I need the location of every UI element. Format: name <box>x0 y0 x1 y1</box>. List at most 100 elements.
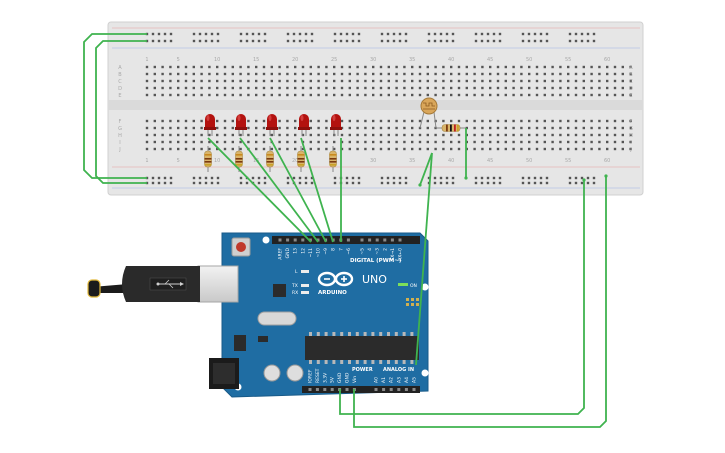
strip-hole[interactable] <box>621 72 624 76</box>
rail-hole[interactable] <box>204 39 208 43</box>
strip-hole[interactable] <box>192 126 195 130</box>
rail-hole[interactable] <box>257 39 261 43</box>
strip-hole[interactable] <box>216 79 219 83</box>
strip-hole[interactable] <box>184 86 188 90</box>
strip-hole[interactable] <box>528 65 531 69</box>
digital-pin-hole[interactable] <box>346 238 350 242</box>
strip-hole[interactable] <box>567 140 570 144</box>
strip-hole[interactable] <box>465 86 468 90</box>
strip-hole[interactable] <box>582 126 585 130</box>
strip-hole[interactable] <box>372 86 375 90</box>
strip-hole[interactable] <box>169 133 172 137</box>
rail-hole[interactable] <box>192 176 196 180</box>
strip-hole[interactable] <box>613 126 617 130</box>
strip-hole[interactable] <box>145 65 149 69</box>
strip-hole[interactable] <box>255 119 258 123</box>
photoresistor-pulldown-resistor[interactable] <box>436 124 466 132</box>
strip-hole[interactable] <box>559 140 562 144</box>
strip-hole[interactable] <box>543 86 546 90</box>
strip-hole[interactable] <box>613 147 617 151</box>
strip-hole[interactable] <box>387 140 390 144</box>
strip-hole[interactable] <box>231 65 234 69</box>
rail-hole[interactable] <box>286 181 290 185</box>
strip-hole[interactable] <box>567 147 570 151</box>
strip-hole[interactable] <box>184 133 188 137</box>
power-pin-hole[interactable] <box>315 388 319 391</box>
strip-hole[interactable] <box>333 72 336 76</box>
strip-hole[interactable] <box>465 79 468 83</box>
strip-hole[interactable] <box>395 79 398 83</box>
rail-hole[interactable] <box>192 32 196 36</box>
strip-hole[interactable] <box>512 93 515 97</box>
strip-hole[interactable] <box>457 86 461 90</box>
strip-hole[interactable] <box>473 72 476 76</box>
strip-hole[interactable] <box>613 93 617 97</box>
rail-hole[interactable] <box>498 181 502 185</box>
rail-hole[interactable] <box>386 176 390 180</box>
strip-hole[interactable] <box>379 147 383 151</box>
strip-hole[interactable] <box>481 65 484 69</box>
strip-hole[interactable] <box>543 140 546 144</box>
strip-hole[interactable] <box>559 119 562 123</box>
strip-hole[interactable] <box>574 93 578 97</box>
strip-hole[interactable] <box>216 119 219 123</box>
strip-hole[interactable] <box>411 65 414 69</box>
strip-hole[interactable] <box>489 147 492 151</box>
rail-hole[interactable] <box>204 32 208 36</box>
strip-hole[interactable] <box>574 86 578 90</box>
strip-hole[interactable] <box>325 93 328 97</box>
digital-pin-hole[interactable] <box>301 238 305 242</box>
power-pin-hole[interactable] <box>330 388 334 391</box>
rail-hole[interactable] <box>210 176 214 180</box>
strip-hole[interactable] <box>629 140 632 144</box>
strip-hole[interactable] <box>395 119 398 123</box>
digital-pin-hole[interactable] <box>278 238 282 242</box>
rail-hole[interactable] <box>351 176 355 180</box>
rail-hole[interactable] <box>351 181 355 185</box>
strip-hole[interactable] <box>286 140 289 144</box>
strip-hole[interactable] <box>528 72 531 76</box>
strip-hole[interactable] <box>208 86 211 90</box>
rail-hole[interactable] <box>486 39 490 43</box>
strip-hole[interactable] <box>520 133 523 137</box>
strip-hole[interactable] <box>145 93 149 97</box>
strip-hole[interactable] <box>317 93 320 97</box>
strip-hole[interactable] <box>262 126 266 130</box>
rail-hole[interactable] <box>527 176 531 180</box>
strip-hole[interactable] <box>348 126 351 130</box>
strip-hole[interactable] <box>145 147 149 151</box>
strip-hole[interactable] <box>317 119 320 123</box>
strip-hole[interactable] <box>465 65 468 69</box>
strip-hole[interactable] <box>590 140 593 144</box>
rail-hole[interactable] <box>451 32 455 36</box>
strip-hole[interactable] <box>520 126 523 130</box>
strip-hole[interactable] <box>161 140 164 144</box>
strip-hole[interactable] <box>426 65 429 69</box>
strip-hole[interactable] <box>512 119 515 123</box>
strip-hole[interactable] <box>356 79 359 83</box>
strip-hole[interactable] <box>403 119 406 123</box>
strip-hole[interactable] <box>364 72 367 76</box>
rail-hole[interactable] <box>474 39 478 43</box>
strip-hole[interactable] <box>278 140 281 144</box>
strip-hole[interactable] <box>247 65 250 69</box>
strip-hole[interactable] <box>426 86 429 90</box>
strip-hole[interactable] <box>278 147 281 151</box>
wire-ldr-a0[interactable] <box>415 152 433 366</box>
strip-hole[interactable] <box>200 140 203 144</box>
strip-hole[interactable] <box>504 133 507 137</box>
strip-hole[interactable] <box>481 72 484 76</box>
strip-hole[interactable] <box>535 72 539 76</box>
strip-hole[interactable] <box>309 147 312 151</box>
strip-hole[interactable] <box>184 147 188 151</box>
power-pin-hole[interactable] <box>345 388 349 391</box>
strip-hole[interactable] <box>535 126 539 130</box>
strip-hole[interactable] <box>239 86 242 90</box>
rail-hole[interactable] <box>157 181 161 185</box>
strip-hole[interactable] <box>582 72 585 76</box>
strip-hole[interactable] <box>434 133 437 137</box>
strip-hole[interactable] <box>184 126 188 130</box>
strip-hole[interactable] <box>200 133 203 137</box>
rail-hole[interactable] <box>568 32 572 36</box>
rail-hole[interactable] <box>492 39 496 43</box>
